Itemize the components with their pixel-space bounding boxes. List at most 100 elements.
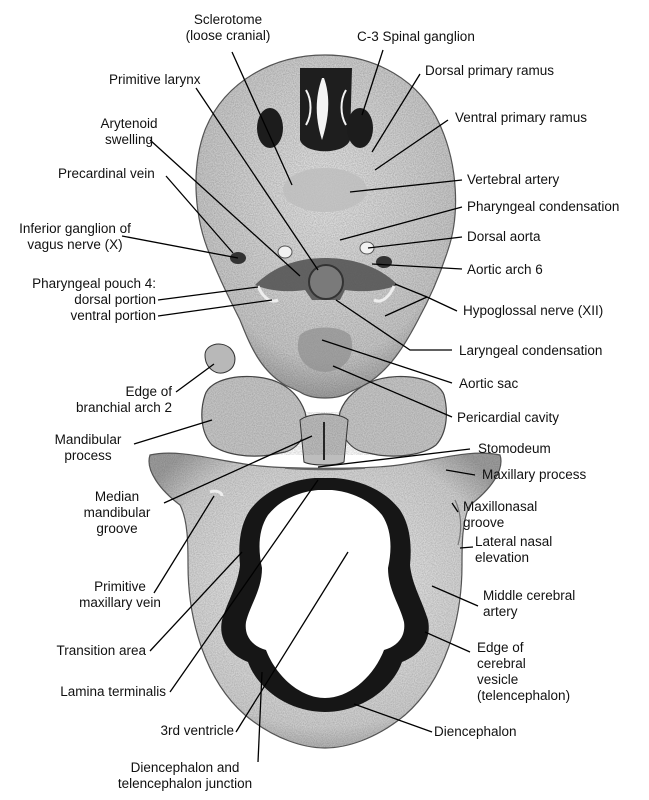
leader-maxillary-process bbox=[445, 469, 476, 476]
leader-dorsal-aorta bbox=[367, 236, 463, 249]
neural-canal-wing-left bbox=[305, 89, 312, 126]
label-hypoglossal-nerve: Hypoglossal nerve (XII) bbox=[463, 303, 603, 319]
leader-primitive-maxillary-vein bbox=[153, 495, 215, 594]
label-ventral-primary-ramus-line-1: Ventral primary ramus bbox=[455, 110, 588, 125]
label-edge-cerebral-vesicle-line-2: cerebral bbox=[477, 656, 526, 671]
leader-edge-cerebral-vesicle bbox=[424, 631, 471, 653]
aortic-sac-region bbox=[297, 327, 353, 372]
mandibular-region bbox=[201, 343, 447, 466]
label-maxillonasal-groove-line-1: Maxillonasal bbox=[463, 499, 538, 514]
label-third-ventricle: 3rd ventricle bbox=[104, 723, 234, 739]
label-c3-spinal-ganglion: C-3 Spinal ganglion bbox=[357, 29, 475, 45]
leader-lateral-nasal-elevation bbox=[459, 546, 474, 549]
label-arytenoid-swelling-line-1: Arytenoid bbox=[100, 116, 158, 131]
label-median-mandibular-groove-line-2: mandibular bbox=[83, 505, 151, 520]
leader-pouch-ventral bbox=[157, 299, 273, 317]
label-primitive-maxillary-vein-line-1: Primitive bbox=[94, 579, 146, 594]
leader-precardinal-vein bbox=[165, 175, 234, 254]
dorsal-aorta-right bbox=[359, 241, 375, 255]
label-middle-cerebral-artery-line-2: artery bbox=[483, 604, 518, 619]
label-hypoglossal-nerve-line-1: Hypoglossal nerve (XII) bbox=[463, 303, 604, 318]
label-maxillary-process: Maxillary process bbox=[482, 467, 586, 483]
brain-section bbox=[148, 452, 502, 749]
label-pharyngeal-condensation: Pharyngeal condensation bbox=[467, 199, 619, 215]
label-precardinal-vein-line-1: Precardinal vein bbox=[58, 166, 155, 181]
leader-diencephalon bbox=[353, 703, 433, 733]
label-laryngeal-condensation: Laryngeal condensation bbox=[459, 343, 602, 359]
label-median-mandibular-groove-line-3: groove bbox=[96, 521, 138, 536]
label-pharyngeal-pouch-4-line-3: ventral portion bbox=[70, 308, 156, 323]
label-lateral-nasal-elevation-line-2: elevation bbox=[475, 550, 530, 565]
label-edge-cerebral-vesicle-line-1: Edge of bbox=[477, 640, 524, 655]
leader-hypoglossal-2 bbox=[384, 296, 428, 317]
label-vertebral-artery: Vertebral artery bbox=[467, 172, 559, 188]
label-precardinal-vein: Precardinal vein bbox=[58, 166, 155, 182]
leader-transition-area bbox=[149, 551, 243, 652]
pharyngeal-pouch-left bbox=[256, 285, 279, 303]
label-transition-area-line-1: Transition area bbox=[56, 643, 146, 658]
leader-vertebral-artery bbox=[349, 179, 463, 193]
label-primitive-larynx-line-1: Primitive larynx bbox=[109, 72, 201, 87]
label-lamina-terminalis-line-1: Lamina terminalis bbox=[60, 684, 166, 699]
mandible-texture bbox=[201, 376, 447, 457]
leader-inferior-ganglion bbox=[121, 235, 239, 259]
stomodeum-line bbox=[284, 467, 366, 471]
leader-pouch-dorsal bbox=[157, 286, 259, 301]
label-edge-branchial-arch-2-line-2: branchial arch 2 bbox=[75, 400, 172, 415]
label-pericardial-cavity: Pericardial cavity bbox=[457, 410, 559, 426]
label-dorsal-primary-ramus-line-1: Dorsal primary ramus bbox=[425, 63, 555, 78]
label-pericardial-cavity-line-1: Pericardial cavity bbox=[457, 410, 560, 425]
leader-median-mandibular-groove bbox=[163, 435, 313, 504]
maxillary-vein-left bbox=[209, 489, 224, 497]
label-pharyngeal-pouch-4-line-2: dorsal portion bbox=[74, 292, 156, 307]
pharyngeal-pouch-right bbox=[373, 285, 396, 303]
label-c3-spinal-ganglion-line-1: C-3 Spinal ganglion bbox=[357, 29, 475, 44]
label-primitive-maxillary-vein-line-2: maxillary vein bbox=[79, 595, 161, 610]
label-dorsal-primary-ramus: Dorsal primary ramus bbox=[425, 63, 554, 79]
spinal-ganglion-right bbox=[347, 108, 373, 148]
leader-dorsal-primary-ramus bbox=[371, 73, 421, 153]
leader-arytenoid-swelling bbox=[149, 139, 301, 277]
label-dorsal-aorta-line-1: Dorsal aorta bbox=[467, 229, 541, 244]
label-stomodeum: Stomodeum bbox=[478, 441, 551, 457]
leader-aortic-arch-6 bbox=[371, 263, 463, 270]
leader-lamina-terminalis bbox=[169, 479, 319, 693]
label-dien-telen-junction-line-2: telencephalon junction bbox=[117, 776, 253, 791]
label-diencephalon-line-1: Diencephalon bbox=[434, 724, 517, 739]
label-pharyngeal-pouch-4-line-1: Pharyngeal pouch 4: bbox=[32, 276, 156, 291]
third-ventricle-cavity bbox=[245, 490, 405, 698]
label-stomodeum-line-1: Stomodeum bbox=[478, 441, 551, 456]
label-mandibular-process-line-2: process bbox=[64, 448, 112, 463]
label-mandibular-process-line-1: Mandibular bbox=[54, 432, 122, 447]
neural-canal bbox=[316, 78, 329, 140]
label-sclerotome-line-1: Sclerotome bbox=[193, 12, 263, 27]
label-dorsal-aorta: Dorsal aorta bbox=[467, 229, 541, 245]
dorsal-aorta-left bbox=[277, 245, 293, 259]
label-aortic-sac: Aortic sac bbox=[459, 376, 518, 392]
label-arytenoid-swelling-line-2: swelling bbox=[104, 132, 154, 147]
leader-stomodeum bbox=[317, 448, 471, 468]
branchial-arch-2-edge bbox=[204, 343, 236, 374]
label-maxillonasal-groove-line-2: groove bbox=[463, 515, 505, 530]
leader-ventral-primary-ramus bbox=[374, 119, 449, 171]
primitive-larynx bbox=[308, 264, 344, 300]
vertebral-condensation bbox=[283, 168, 367, 212]
neural-canal-wing-right bbox=[340, 89, 347, 126]
leader-pharyngeal-condensation bbox=[339, 206, 463, 241]
leader-mandibular-process bbox=[133, 419, 213, 445]
label-dien-telen-junction-line-1: Diencephalon and bbox=[130, 760, 240, 775]
label-aortic-sac-line-1: Aortic sac bbox=[459, 376, 519, 391]
label-edge-cerebral-vesicle-line-3: vesicle bbox=[477, 672, 519, 687]
label-primitive-larynx: Primitive larynx bbox=[109, 72, 201, 88]
